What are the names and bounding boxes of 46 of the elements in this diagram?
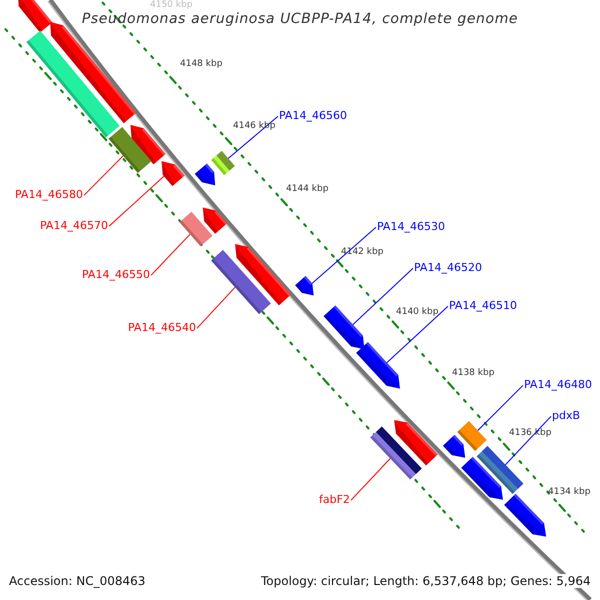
gene-block	[18, 0, 52, 32]
leader-line	[84, 155, 124, 196]
gene-name: PA14_46510	[449, 299, 517, 312]
leader-line	[312, 226, 376, 284]
gene-block	[194, 163, 216, 186]
gene-block	[504, 494, 546, 537]
gene-name: fabF2	[319, 493, 350, 506]
gene-block	[162, 161, 185, 186]
leader-line	[108, 176, 164, 227]
footer-text: Accession: NC_008463	[9, 574, 146, 588]
gene-name: pdxB	[552, 409, 580, 422]
gene-block	[356, 342, 400, 389]
gene-name: PA14_46520	[414, 261, 482, 274]
scale-label: 4136 kbp	[509, 428, 552, 439]
footer-text: Topology: circular; Length: 6,537,648 bp; Genes: 5,964	[261, 574, 591, 588]
leader-line	[386, 306, 448, 364]
leader-line	[196, 286, 236, 329]
gene-block	[130, 124, 166, 164]
gene-block	[235, 244, 291, 306]
leader-line	[228, 116, 278, 159]
gene-name: PA14_46550	[82, 268, 150, 282]
scale-label: 4144 kbp	[286, 184, 328, 195]
gene-block	[461, 456, 503, 500]
gene-block	[202, 207, 228, 234]
leader-line	[150, 234, 190, 276]
scale-label: 4140 kbp	[396, 307, 438, 318]
gene-name: PA14_46560	[279, 109, 347, 122]
scale-label: 4150 kbp	[150, 0, 192, 11]
gene-name: PA14_46530	[377, 220, 445, 234]
gene-block	[394, 420, 438, 466]
scale-label: 4138 kbp	[452, 368, 494, 379]
leader-line	[352, 268, 414, 326]
gene-block	[457, 421, 487, 451]
gene-block	[442, 434, 466, 458]
leader-line	[504, 416, 552, 466]
gene-name: PA14_46570	[40, 219, 108, 232]
gene-block	[50, 22, 136, 124]
gene-block	[295, 276, 314, 296]
scale-label: 4134 kbp	[548, 487, 590, 498]
gene-block	[324, 305, 364, 350]
gene-name: PA14_46480	[524, 378, 592, 392]
scale-label: 4148 kbp	[180, 59, 222, 70]
gene-name: PA14_46580	[15, 188, 83, 202]
leader-line	[477, 384, 524, 431]
gene-name: PA14_46540	[128, 321, 196, 334]
leader-line	[350, 458, 391, 501]
